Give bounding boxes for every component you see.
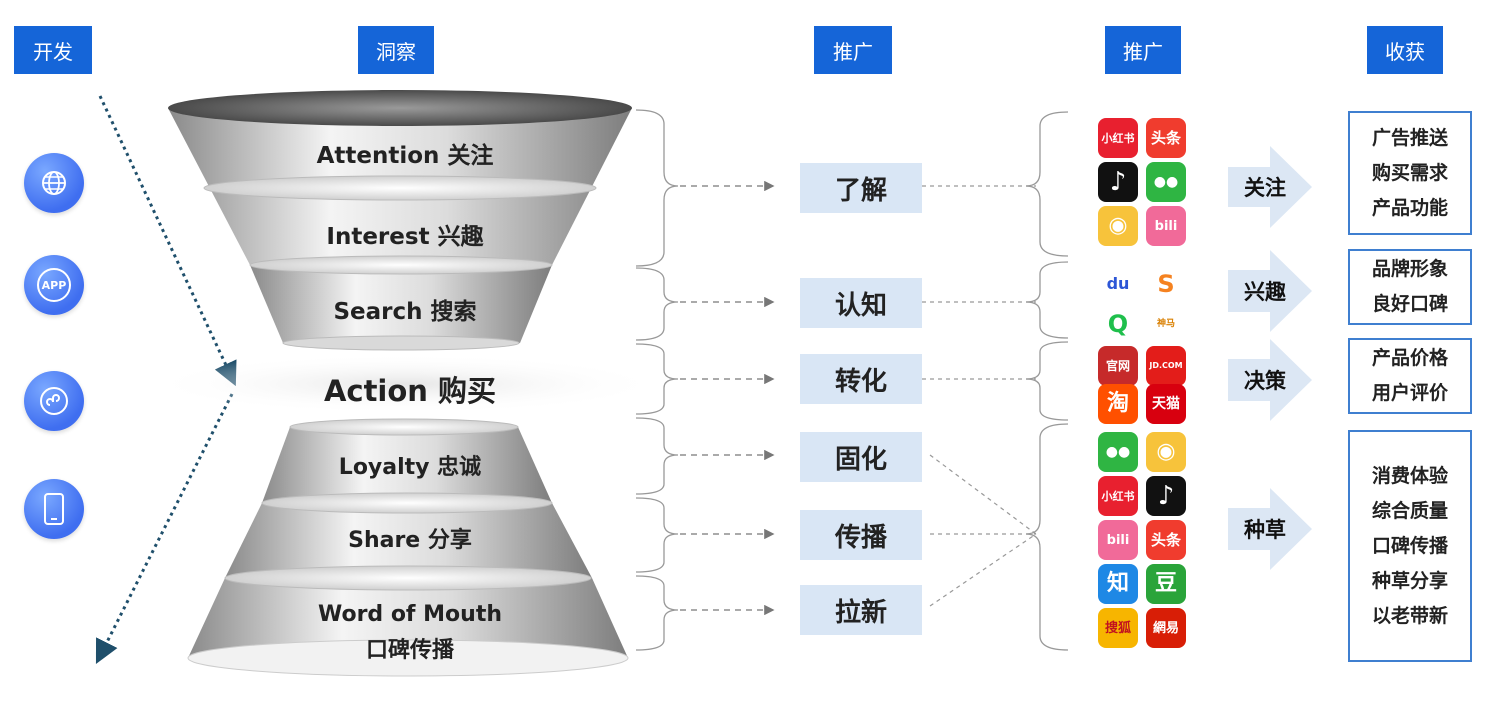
stage-understand: 了解: [800, 163, 922, 213]
app-icon-label: APP: [41, 278, 67, 292]
globe-icon: [24, 153, 84, 213]
chevron-decision: 决策: [1244, 369, 1286, 393]
right-brackets: [1025, 111, 1069, 651]
weibo-icon: ◉: [1146, 432, 1186, 472]
funnel-bottom-lower: [188, 578, 628, 658]
result-item: 产品价格: [1371, 347, 1448, 369]
app-icon: APP: [24, 255, 84, 315]
bilibili-icon: bili: [1146, 206, 1186, 246]
netease-icon: 網易: [1146, 608, 1186, 648]
funnel-attention: Attention 关注: [316, 143, 494, 169]
toutiao-icon: 头条: [1146, 118, 1186, 158]
result-item: 购买需求: [1371, 161, 1448, 184]
douban-icon: 豆: [1146, 564, 1186, 604]
result-item: 以老带新: [1371, 604, 1448, 627]
result-chevrons: [1228, 146, 1312, 570]
funnel-action: Action 购买: [323, 374, 497, 408]
funnel-neck-shape: [250, 265, 552, 343]
dev-arrow-down: [98, 95, 237, 387]
result-item: 种草分享: [1371, 569, 1448, 592]
official-site-icon: 官网: [1098, 346, 1138, 386]
result-box-decision: 产品价格 用户评价: [1348, 338, 1472, 414]
result-item: 用户评价: [1371, 382, 1448, 404]
result-box-seeding: 消费体验 综合质量 口碑传播 种草分享 以老带新: [1348, 430, 1472, 662]
chevron-interest: 兴趣: [1244, 280, 1286, 304]
stage-cognition: 认知: [800, 278, 922, 328]
funnel-word-of-mouth: Word of Mouth: [317, 602, 503, 627]
result-item: 消费体验: [1371, 464, 1448, 487]
baidu-icon: du: [1098, 264, 1138, 304]
left-brackets: [635, 109, 679, 651]
result-item: 品牌形象: [1371, 258, 1448, 280]
sogou-icon: S: [1146, 264, 1186, 304]
header-promotion-2: 推广: [1105, 26, 1181, 74]
header-harvest: 收获: [1367, 26, 1443, 74]
header-dev: 开发: [14, 26, 92, 74]
toutiao-icon: 头条: [1146, 520, 1186, 560]
funnel-word-of-mouth-cn: 口碑传播: [365, 638, 454, 663]
stage-spread: 传播: [800, 510, 922, 560]
result-item: 良好口碑: [1371, 293, 1448, 315]
chevron-attention: 关注: [1244, 176, 1286, 200]
stage-connectors: [922, 185, 1037, 607]
funnel-search: Search 搜索: [333, 299, 477, 325]
result-item: 综合质量: [1371, 499, 1448, 522]
stage-acquisition: 拉新: [800, 585, 922, 635]
stage-consolidation: 固化: [800, 432, 922, 482]
result-box-interest: 品牌形象 良好口碑: [1348, 249, 1472, 325]
mobile-phone-icon: [24, 479, 84, 539]
action-glow: [145, 354, 665, 414]
header-insight: 洞察: [358, 26, 434, 74]
zhihu-icon: 知: [1098, 564, 1138, 604]
result-item: 产品功能: [1371, 196, 1448, 219]
douyin-icon: ♪: [1146, 476, 1186, 516]
jd-icon: JD.COM: [1146, 346, 1186, 386]
shenma-icon: 神马: [1146, 304, 1186, 344]
wechat-icon: ●●: [1098, 432, 1138, 472]
result-item: 广告推送: [1371, 126, 1448, 149]
mini-program-icon: [24, 371, 84, 431]
funnel-bottom-middle: [225, 503, 592, 578]
chevron-seeding: 种草: [1244, 518, 1286, 542]
funnel-loyalty: Loyalty 忠诚: [338, 455, 482, 480]
stage-conversion: 转化: [800, 354, 922, 404]
360-icon: Q: [1098, 304, 1138, 344]
tmall-icon: 天猫: [1146, 384, 1186, 424]
douyin-icon: ♪: [1098, 162, 1138, 202]
xiaohongshu-icon: 小红书: [1098, 118, 1138, 158]
funnel-interest: Interest 兴趣: [326, 224, 484, 250]
bilibili-icon: bili: [1098, 520, 1138, 560]
wechat-icon: ●●: [1146, 162, 1186, 202]
weibo-icon: ◉: [1098, 206, 1138, 246]
sohu-icon: 搜狐: [1098, 608, 1138, 648]
header-promotion-1: 推广: [814, 26, 892, 74]
xiaohongshu-icon: 小红书: [1098, 476, 1138, 516]
funnel-bottom-upper: [262, 427, 552, 503]
taobao-icon: 淘: [1098, 384, 1138, 424]
result-box-attention: 广告推送 购买需求 产品功能: [1348, 111, 1472, 235]
funnel-share: Share 分享: [348, 528, 472, 553]
stage-arrows: [680, 180, 775, 616]
result-item: 口碑传播: [1371, 534, 1448, 557]
